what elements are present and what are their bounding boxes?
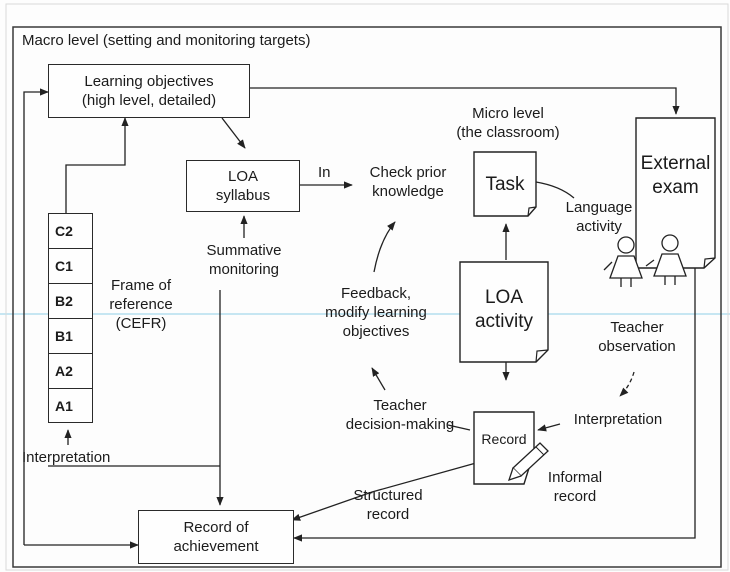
- frame-of-reference-label: Frame of reference (CEFR): [109, 277, 173, 332]
- cefr-level: B2: [49, 284, 92, 319]
- arrow-feedback-check: [373, 221, 396, 273]
- exam-card-shape: [635, 117, 716, 269]
- in-label: In: [318, 164, 331, 181]
- record-of-achievement-box: Record of achievement: [138, 510, 294, 564]
- macro-level-label: Macro level (setting and monitoring targ…: [22, 32, 311, 49]
- task-card-shape: [473, 151, 537, 217]
- cefr-level: C1: [49, 249, 92, 284]
- cefr-scale: C2 C1 B2 B1 A2 A1: [48, 213, 93, 423]
- task-label: Task: [485, 174, 525, 195]
- feedback-label: Feedback, modify learning objectives: [325, 285, 427, 340]
- arrow-objectives-exam: [250, 87, 680, 115]
- line-record-decision: [447, 424, 471, 431]
- external-exam-label: External exam: [640, 153, 711, 198]
- loa-activity-label: LOA activity: [474, 287, 534, 332]
- micro-level-label: Micro level (the classroom): [456, 105, 560, 141]
- teacher-observation-label: Teacher observation: [598, 319, 676, 355]
- arrow-decision-feedback: [371, 367, 386, 391]
- cefr-level: A2: [49, 354, 92, 389]
- pencil-icon: [507, 442, 549, 482]
- page-edge: [5, 3, 729, 571]
- arrow-objectives-syllabus: [221, 117, 246, 149]
- cefr-level: C2: [49, 214, 92, 249]
- learners-icon: [603, 234, 687, 287]
- loa-activity-card-fold: [535, 349, 549, 363]
- cefr-level: B1: [49, 319, 92, 354]
- summative-monitoring-label: Summative monitoring: [206, 242, 282, 278]
- learning-objectives-box: Learning objectives (high level, detaile…: [48, 64, 250, 118]
- check-prior-label: Check prior knowledge: [369, 164, 447, 200]
- task-card-fold: [527, 206, 537, 217]
- teacher-decision-label: Teacher decision-making: [345, 397, 455, 433]
- arrow-interpretation-record: [537, 423, 561, 432]
- arrow-record-achievement: [291, 462, 477, 521]
- macro-frame: [12, 26, 722, 568]
- arrow-cefr-objectives: [65, 117, 129, 213]
- line-task-language: [535, 181, 575, 199]
- arrow-observation-interpretation: [619, 371, 635, 397]
- interpretation-right-label: Interpretation: [573, 411, 663, 428]
- loa-syllabus-box: LOA syllabus: [186, 160, 300, 212]
- structured-record-label: Structured record: [353, 487, 423, 523]
- loa-activity-card-shape: [459, 261, 549, 363]
- arrow-exam-achievement: [293, 264, 696, 542]
- exam-card-fold: [703, 257, 716, 269]
- cefr-level: A1: [55, 398, 73, 414]
- informal-record-label: Informal record: [547, 469, 603, 505]
- interpretation-left-label: Interpretation: [22, 449, 111, 466]
- record-label: Record: [481, 431, 527, 447]
- language-activity-label: Language activity: [565, 199, 633, 235]
- arrow-left-objectives: [23, 88, 49, 545]
